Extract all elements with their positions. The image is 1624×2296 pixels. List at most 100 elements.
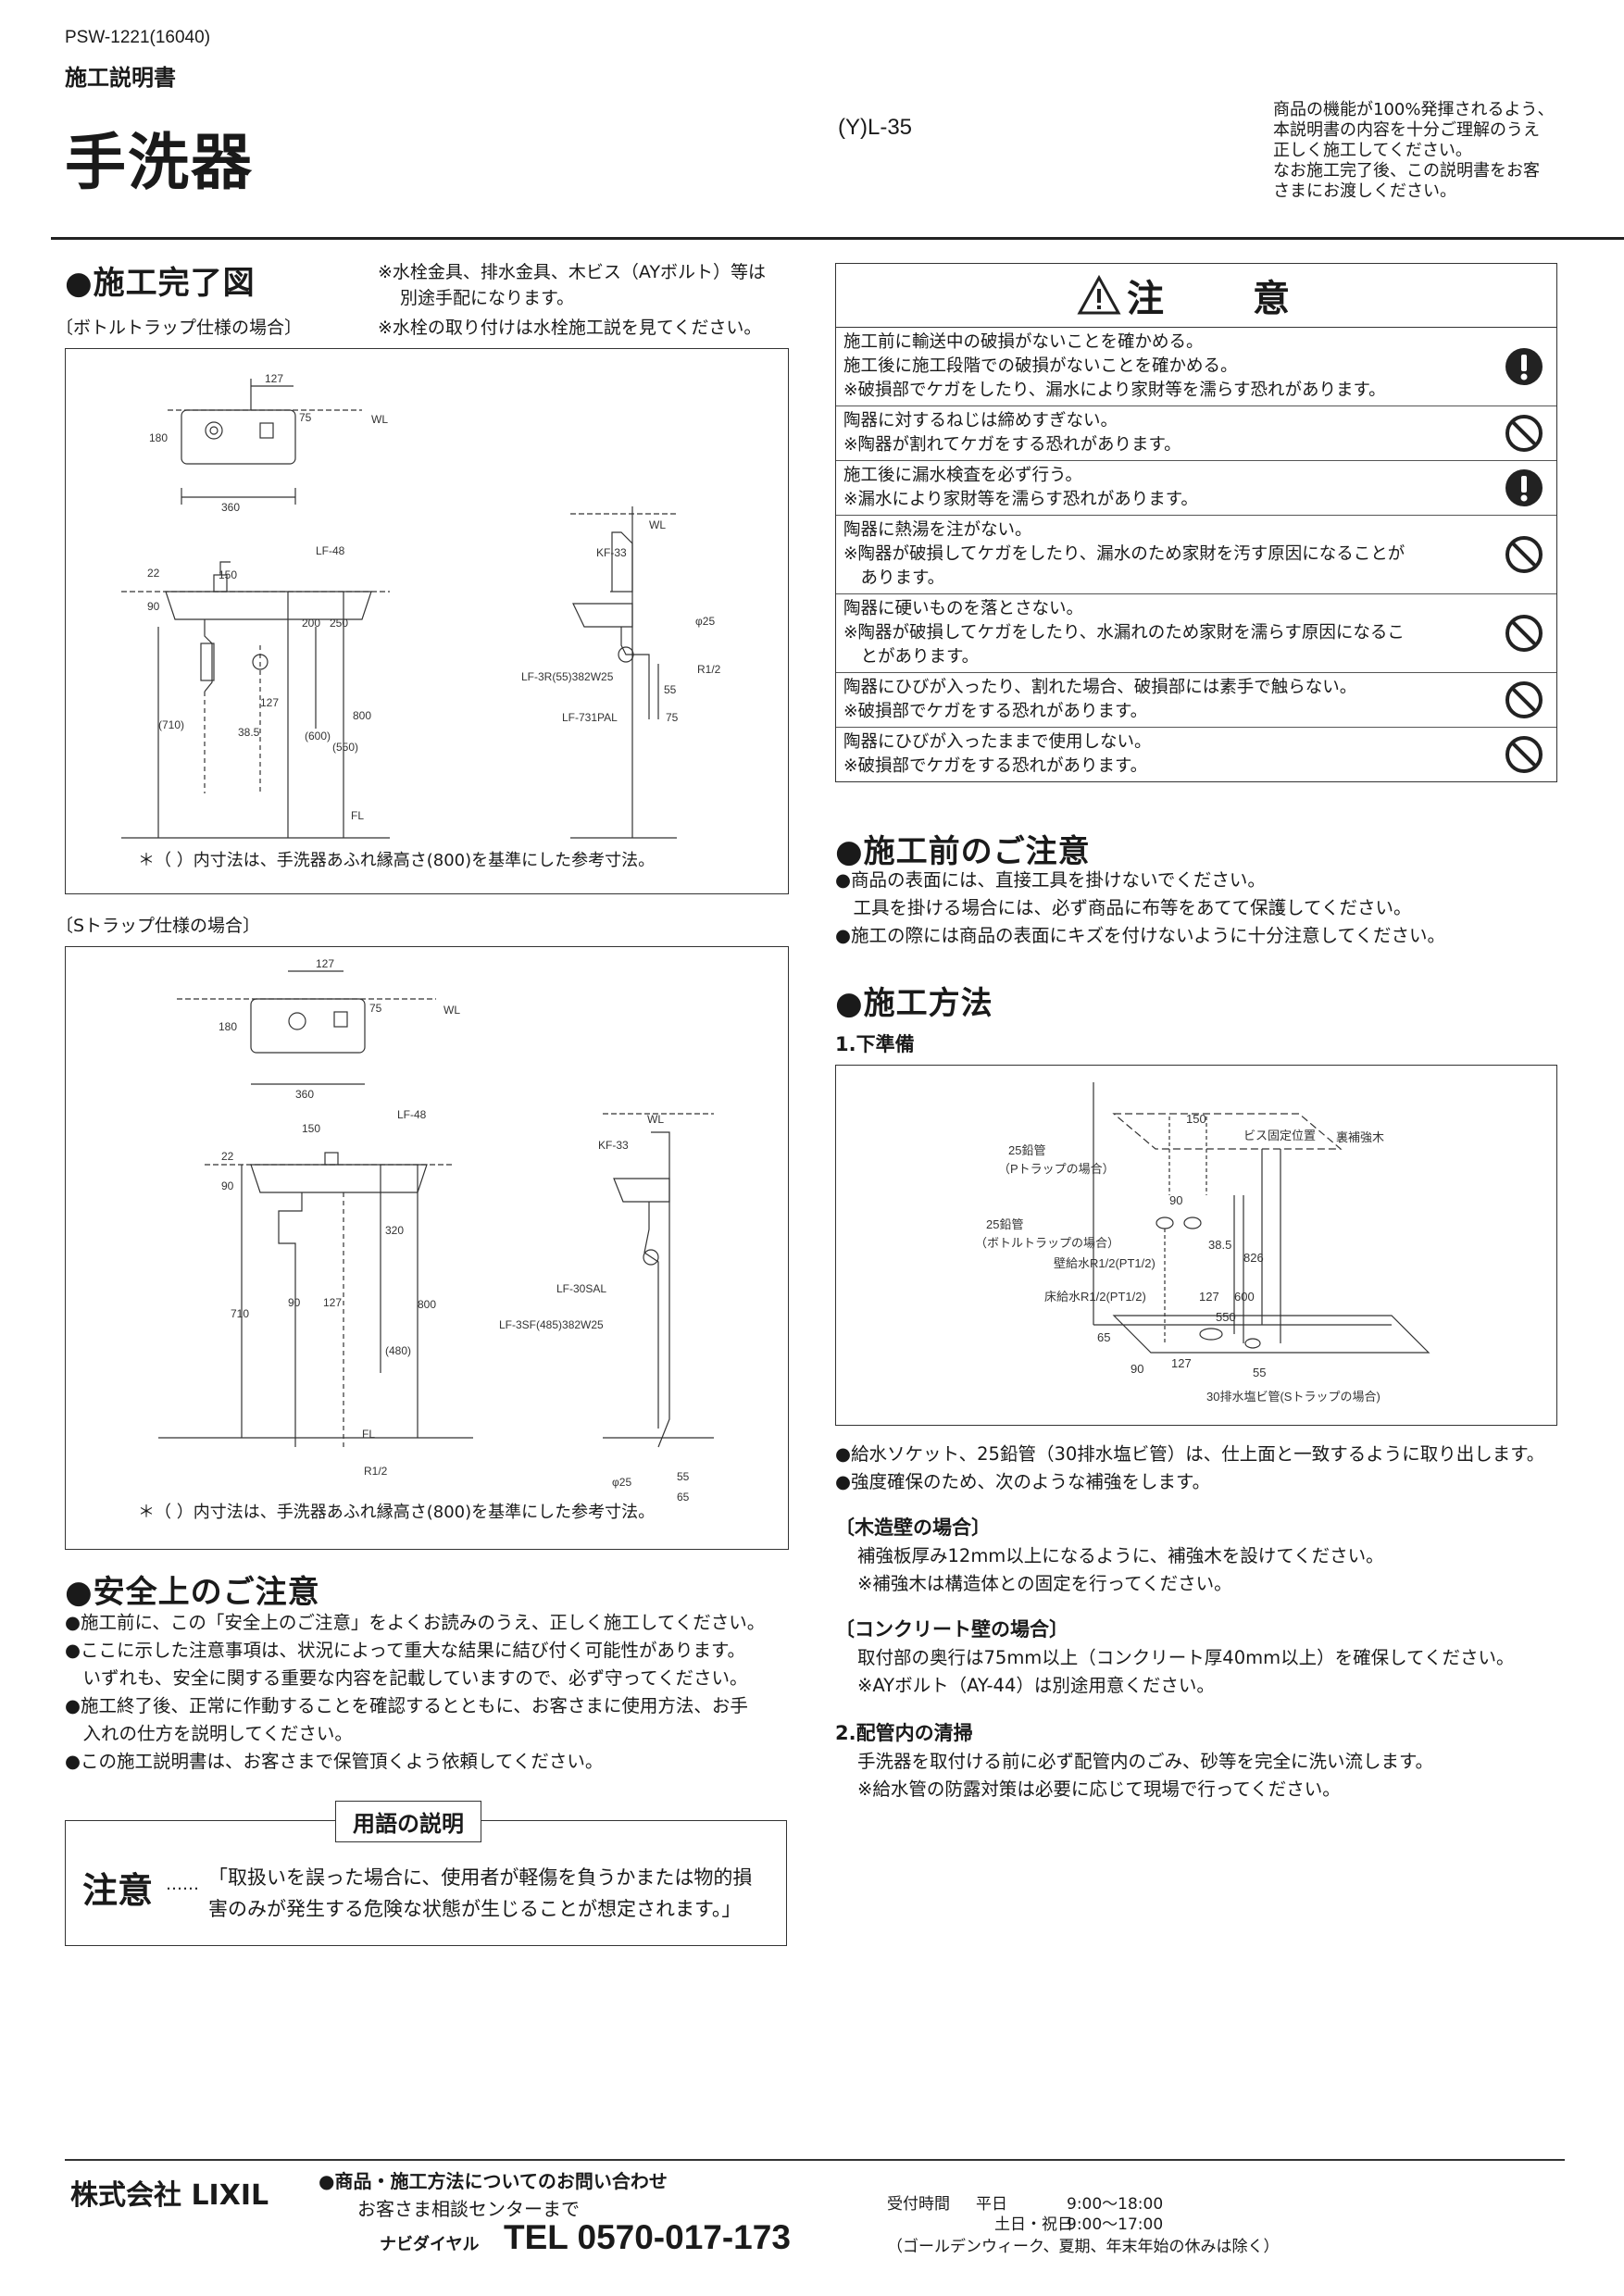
svg-text:127: 127 [265, 372, 283, 385]
document-type: 施工説明書 [65, 65, 176, 91]
svg-text:LF-48: LF-48 [397, 1108, 427, 1121]
figure-caption: ＊（ ）内寸法は、手洗器あふれ縁高さ(800)を基準にした参考寸法。 [138, 1503, 656, 1522]
caution-rows: 施工前に輸送中の破損がないことを確かめる。施工後に施工段階での破損がないことを確… [836, 328, 1556, 781]
s-trap-label: 〔Sトラップ仕様の場合〕 [56, 916, 261, 936]
glossary-label: 用語の説明 [335, 1801, 481, 1842]
before-item: ●商品の表面には、直接工具を掛けないでください。 [835, 869, 1266, 891]
caution-line: 陶器にひびが入ったままで使用しない。 [843, 732, 1152, 752]
svg-text:25鉛管: 25鉛管 [1008, 1143, 1045, 1157]
svg-text:75: 75 [299, 411, 312, 424]
weekday-hours: 9:00～18:00 [1067, 2195, 1164, 2214]
caution-line: 施工後に施工段階での破損がないことを確かめる。 [843, 356, 1238, 376]
safety-item: 入れの仕方を説明してください。 [65, 1723, 353, 1744]
svg-text:127: 127 [260, 696, 279, 709]
svg-text:（Pトラップの場合）: （Pトラップの場合） [998, 1162, 1115, 1176]
caution-line: あります。 [843, 568, 945, 588]
svg-text:LF-3SF(485)382W25: LF-3SF(485)382W25 [499, 1318, 604, 1331]
svg-text:φ25: φ25 [612, 1476, 631, 1489]
prohibited-icon [1492, 594, 1556, 672]
before-title: ●施工前のご注意 [835, 833, 1091, 870]
completion-note-1b: 別途手配になります。 [400, 288, 575, 308]
caution-table: 注 意 施工前に輸送中の破損がないことを確かめる。施工後に施工段階での破損がない… [835, 263, 1557, 782]
caution-row: 陶器にひびが入ったり、割れた場合、破損部には素手で触らない。※破損部でケガをする… [836, 672, 1556, 727]
glossary-dots: …… [166, 1875, 199, 1894]
svg-text:(710): (710) [158, 718, 184, 731]
svg-text:(600): (600) [305, 730, 331, 742]
intro-line: 正しく施工してください。 [1273, 141, 1472, 160]
svg-text:LF-30SAL: LF-30SAL [556, 1282, 606, 1295]
caution-line: とがあります。 [843, 647, 980, 667]
bottle-trap-label: 〔ボトルトラップ仕様の場合〕 [56, 318, 303, 338]
safety-title: ●安全上のご注意 [65, 1574, 320, 1611]
svg-text:90: 90 [147, 600, 160, 613]
mandatory-icon [1492, 328, 1556, 406]
svg-text:WL: WL [649, 518, 666, 531]
completion-note-1: ※水栓金具、排水金具、木ビス（AYボルト）等は [378, 262, 767, 282]
contact-title: ●商品・施工方法についてのお問い合わせ [319, 2170, 668, 2192]
intro-line: 商品の機能が100%発揮されるよう、 [1273, 100, 1555, 119]
caution-row: 施工前に輸送中の破損がないことを確かめる。施工後に施工段階での破損がないことを確… [836, 328, 1556, 406]
svg-text:826: 826 [1243, 1251, 1264, 1265]
concrete-wall-line: ※AYボルト（AY-44）は別途用意ください。 [857, 1675, 1215, 1696]
svg-text:FL: FL [362, 1428, 375, 1441]
svg-text:(480): (480) [385, 1344, 411, 1357]
caution-row: 陶器にひびが入ったままで使用しない。※破損部でケガをする恐れがあります。 [836, 727, 1556, 781]
svg-text:75: 75 [369, 1002, 382, 1015]
weekday-label: 平日 [976, 2195, 1007, 2214]
svg-text:KF-33: KF-33 [596, 546, 627, 559]
svg-text:壁給水R1/2(PT1/2): 壁給水R1/2(PT1/2) [1054, 1256, 1156, 1270]
svg-text:65: 65 [1097, 1330, 1110, 1344]
svg-text:550: 550 [1216, 1310, 1236, 1324]
preparation-drawing: 150 ビス固定位置 裏補強木 25鉛管 （Pトラップの場合） 90 25鉛管 … [975, 1082, 1430, 1404]
svg-text:（ボトルトラップの場合）: （ボトルトラップの場合） [975, 1236, 1119, 1250]
svg-text:200: 200 [302, 617, 320, 630]
step-2-lines: 手洗器を取付ける前に必ず配管内のごみ、砂等を完全に洗い流します。 ※給水管の防露… [857, 1748, 1580, 1803]
svg-text:30排水塩ビ管(Sトラップの場合): 30排水塩ビ管(Sトラップの場合) [1206, 1390, 1380, 1404]
safety-item: ●施工終了後、正常に作動することを確認するとともに、お客さまに使用方法、お手 [65, 1695, 748, 1716]
caution-row: 陶器に熱湯を注がない。※陶器が破損してケガをしたり、漏水のため家財を汚す原因にな… [836, 515, 1556, 593]
method-note: ●強度確保のため、次のような補強をします。 [835, 1471, 1211, 1492]
svg-text:55: 55 [1253, 1366, 1266, 1379]
figure-caption: ＊（ ）内寸法は、手洗器あふれ縁高さ(800)を基準にした参考寸法。 [138, 851, 656, 870]
mandatory-icon [1492, 461, 1556, 515]
safety-list: ●施工前に、この「安全上のご注意」をよくお読みのうえ、正しく施工してください。 … [65, 1609, 796, 1776]
svg-text:150: 150 [302, 1122, 320, 1135]
weekend-label: 土日・祝日 [994, 2215, 1073, 2234]
svg-text:WL: WL [443, 1004, 460, 1017]
svg-text:127: 127 [316, 957, 334, 970]
wood-wall-title: 〔木造壁の場合〕 [835, 1516, 991, 1539]
safety-item: ●この施工説明書は、お客さまで保管頂くよう依頼してください。 [65, 1751, 604, 1772]
svg-text:LF-48: LF-48 [316, 544, 345, 557]
svg-text:FL: FL [351, 809, 364, 822]
svg-text:800: 800 [418, 1298, 436, 1311]
svg-text:150: 150 [219, 568, 237, 581]
glossary-box: 注意 …… 「取扱いを誤った場合に、使用者が軽傷を負うかまたは物的損 害のみが発… [65, 1820, 787, 1946]
svg-text:55: 55 [664, 683, 677, 696]
caution-title: 注 意 [1127, 278, 1316, 320]
caution-text: 陶器にひびが入ったり、割れた場合、破損部には素手で触らない。※破損部でケガをする… [836, 673, 1492, 727]
svg-text:22: 22 [147, 567, 160, 580]
svg-text:55: 55 [677, 1470, 690, 1483]
glossary-term: 注意 [82, 1870, 154, 1911]
svg-text:90: 90 [221, 1179, 234, 1192]
caution-line: 施工後に漏水検査を必ず行う。 [843, 466, 1082, 485]
svg-text:180: 180 [219, 1020, 237, 1033]
caution-text: 陶器に対するねじは締めすぎない。※陶器が割れてケガをする恐れがあります。 [836, 406, 1492, 460]
method-note: ●給水ソケット、25鉛管（30排水塩ビ管）は、仕上面と一致するように取り出します… [835, 1443, 1545, 1465]
caution-line: ※陶器が破損してケガをしたり、漏水のため家財を汚す原因になることが [843, 544, 1405, 564]
svg-text:LF-3R(55)382W25: LF-3R(55)382W25 [521, 670, 614, 683]
svg-text:65: 65 [677, 1491, 690, 1504]
svg-text:710: 710 [231, 1307, 249, 1320]
s-trap-figure: 127 75 180 WL 360 LF-48 150 22 90 320 80… [65, 946, 789, 1550]
company-name: 株式会社 LIXIL [70, 2179, 269, 2212]
definition-line: 「取扱いを誤った場合に、使用者が軽傷を負うかまたは物的損 [208, 1866, 753, 1889]
navi-dial-label: ナビダイヤル [380, 2235, 480, 2254]
wood-wall-line: 補強板厚み12mm以上になるように、補強木を設けてください。 [857, 1545, 1384, 1566]
completion-note-2: ※水栓の取り付けは水栓施工説を見てください。 [378, 318, 762, 338]
svg-text:127: 127 [1171, 1356, 1192, 1370]
caution-text: 施工前に輸送中の破損がないことを確かめる。施工後に施工段階での破損がないことを確… [836, 328, 1492, 406]
intro-note: 商品の機能が100%発揮されるよう、 本説明書の内容を十分ご理解のうえ 正しく施… [1273, 100, 1579, 202]
bottle-trap-figure: 127 75 180 WL 360 LF-48 150 22 90 200 25… [65, 348, 789, 894]
caution-line: ※破損部でケガをしたり、漏水により家財等を濡らす恐れがあります。 [843, 381, 1386, 400]
prohibited-icon [1492, 406, 1556, 460]
